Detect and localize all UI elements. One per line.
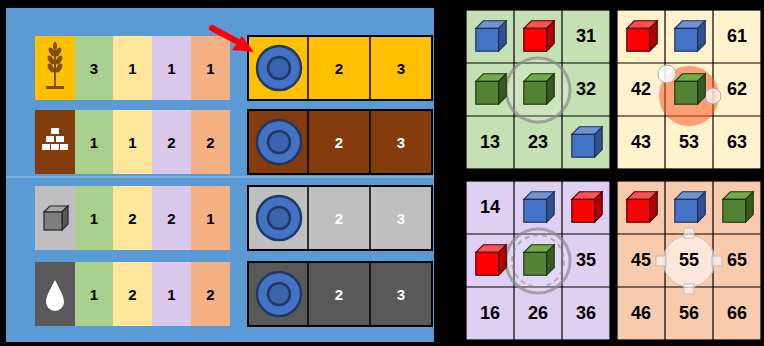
table-cell: 2	[113, 186, 152, 250]
table-cell: 2	[191, 110, 230, 174]
table-cell: 1	[75, 262, 113, 326]
grid-coordinate: 13	[466, 116, 514, 169]
grid-coordinate: 32	[562, 63, 610, 116]
grid-coordinate: 56	[665, 287, 713, 340]
table-cell: 1	[191, 186, 230, 250]
grid-coordinate: 53	[665, 116, 713, 169]
grid-coordinate: 65	[713, 234, 761, 287]
table-cell: 1	[152, 36, 191, 100]
grid-coordinate: 26	[514, 287, 562, 340]
grid-coordinate: 36	[562, 287, 610, 340]
table-cell: 1	[191, 36, 230, 100]
table-cell: 2	[308, 186, 370, 250]
grid-coordinate: 16	[466, 287, 514, 340]
table-cell: 2	[308, 262, 370, 326]
table-cell: 1	[113, 110, 152, 174]
table-cell: 2	[152, 110, 191, 174]
grid-coordinate: 61	[713, 10, 761, 63]
table-cell: 2	[152, 186, 191, 250]
table-cell: 2	[191, 262, 230, 326]
table-cell: 3	[75, 36, 113, 100]
grid-coordinate: 23	[514, 116, 562, 169]
table-cell: 3	[370, 262, 432, 326]
grid-coordinate: 45	[617, 234, 665, 287]
grid-coordinate: 46	[617, 287, 665, 340]
table-cell: 3	[370, 36, 432, 100]
grid-coordinate: 63	[713, 116, 761, 169]
grid-coordinate: 35	[562, 234, 610, 287]
table-cell: 2	[308, 110, 370, 174]
grid-coordinate: 14	[466, 181, 514, 234]
table-cell: 2	[308, 36, 370, 100]
grid-coordinate: 66	[713, 287, 761, 340]
table-cell: 1	[75, 110, 113, 174]
grid-coordinate: 55	[665, 234, 713, 287]
table-cell: 3	[370, 186, 432, 250]
grid-coordinate: 62	[713, 63, 761, 116]
grid-coordinate: 42	[617, 63, 665, 116]
grid-coordinate: 43	[617, 116, 665, 169]
table-cell: 1	[75, 186, 113, 250]
table-cell: 1	[113, 36, 152, 100]
table-cell: 3	[370, 110, 432, 174]
grid-coordinate: 31	[562, 10, 610, 63]
table-cell: 2	[113, 262, 152, 326]
table-cell: 1	[152, 262, 191, 326]
